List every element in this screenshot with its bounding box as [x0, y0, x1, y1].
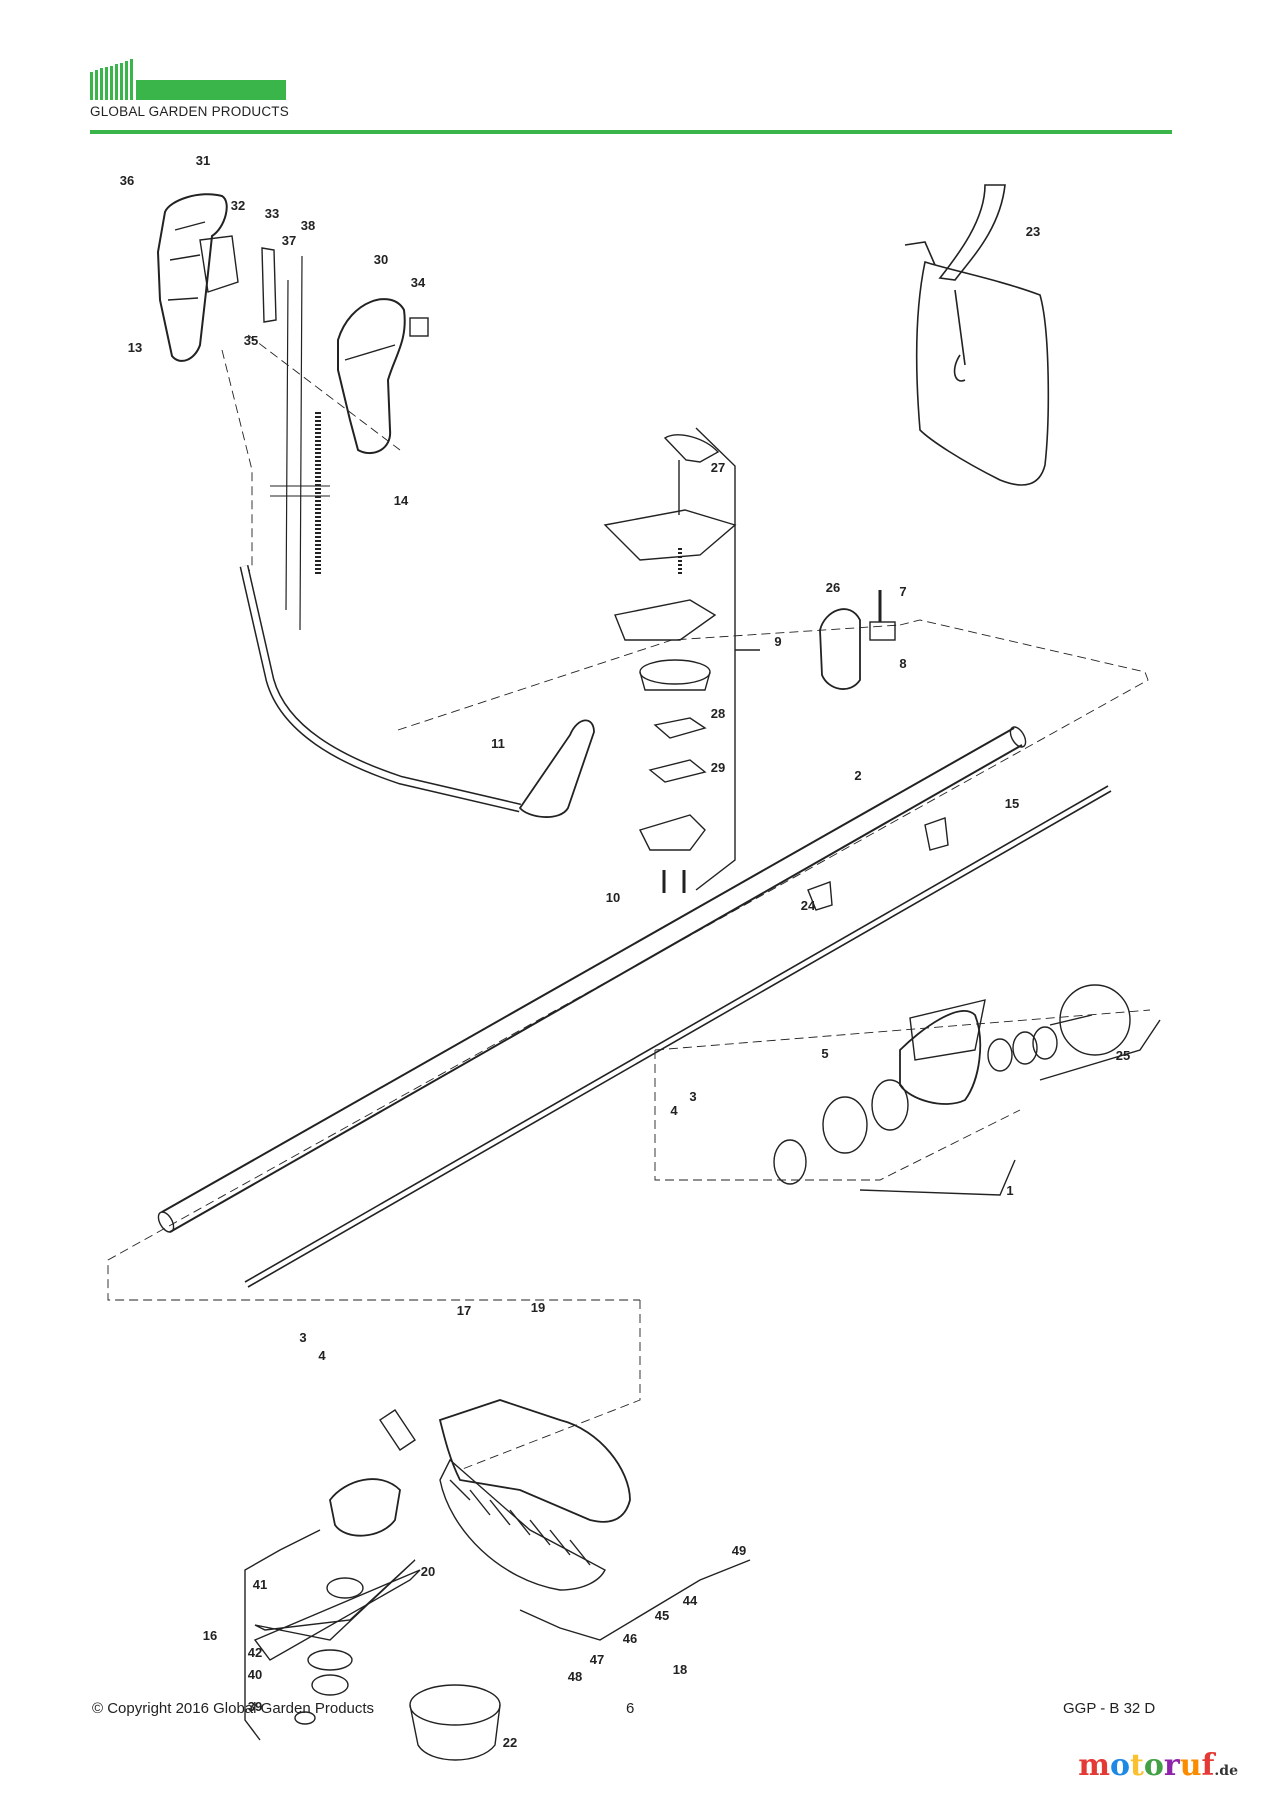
part-label-9: 9 [774, 634, 781, 649]
part-label-26: 26 [826, 580, 840, 595]
part-label-13: 13 [128, 340, 142, 355]
part-label-15: 15 [1005, 796, 1019, 811]
watermark-text: motoruf [1078, 1748, 1214, 1783]
part-label-47: 47 [590, 1652, 604, 1667]
watermark-letter: m [1078, 1748, 1110, 1783]
watermark-letter: u [1179, 1748, 1202, 1783]
part-label-30: 30 [374, 252, 388, 267]
part-label-11: 11 [491, 736, 505, 751]
watermark-letter: f [1201, 1748, 1215, 1783]
part-label-27: 27 [711, 460, 725, 475]
part-label-45: 45 [655, 1608, 669, 1623]
part-label-34: 34 [411, 275, 426, 290]
part-label-33: 33 [265, 206, 279, 221]
part-label-29: 29 [711, 760, 725, 775]
part-label-42: 42 [248, 1645, 262, 1660]
part-1-coupling-housing [773, 984, 1131, 1185]
part-label-1: 1 [1006, 1183, 1013, 1198]
part-label-41: 41 [253, 1577, 267, 1592]
part-labels: 1234578910111314151617181920222324252627… [120, 153, 1130, 1750]
part-label-23: 23 [1026, 224, 1040, 239]
part-label-36: 36 [120, 173, 134, 188]
part-label-31: 31 [196, 153, 210, 168]
footer-model: GGP - B 32 D [1063, 1700, 1156, 1717]
part-23-harness [904, 184, 1050, 486]
watermark-logo: motoruf.de [1078, 1748, 1238, 1783]
part-label-19: 19 [531, 1300, 545, 1315]
part-label-22: 22 [503, 1735, 517, 1750]
watermark-letter: o [1110, 1748, 1131, 1783]
watermark-letter: t [1130, 1748, 1144, 1783]
part-label-20: 20 [421, 1564, 435, 1579]
footer-page-number: 6 [626, 1700, 635, 1717]
part-label-4: 4 [670, 1103, 678, 1118]
part-label-16: 16 [203, 1628, 217, 1643]
part-label-38: 38 [301, 218, 315, 233]
part-label-10: 10 [606, 890, 620, 905]
part-label-32: 32 [231, 198, 245, 213]
footer-copyright: © Copyright 2016 Global Garden Products [92, 1700, 375, 1717]
part-label-49: 49 [732, 1543, 746, 1558]
brand-logo-icon [90, 59, 286, 100]
part-18-guard [438, 1399, 631, 1591]
part-label-46: 46 [623, 1631, 637, 1646]
part-label-28: 28 [711, 706, 725, 721]
watermark-letter: o [1143, 1748, 1164, 1783]
part-label-8: 8 [899, 656, 906, 671]
watermark-letter: r [1163, 1748, 1180, 1783]
part-31-handle [156, 193, 228, 362]
part-label-5: 5 [821, 1046, 828, 1061]
part-label-25: 25 [1116, 1048, 1130, 1063]
part-label-48: 48 [568, 1669, 582, 1684]
brand-name: GLOBAL GARDEN PRODUCTS [90, 104, 289, 119]
part-label-39: 39 [248, 1699, 262, 1714]
part-label-7: 7 [899, 584, 906, 599]
part-30-throttle-handle [337, 298, 406, 455]
watermark-suffix: .de [1214, 1763, 1238, 1779]
part-11-handlebar [239, 564, 595, 818]
part-label-2: 2 [854, 768, 861, 783]
part-label-35: 35 [244, 333, 258, 348]
part-label-40: 40 [248, 1667, 262, 1682]
part-label-17: 17 [457, 1303, 471, 1318]
part-label-14: 14 [394, 493, 409, 508]
part-16-gear-head [253, 1409, 501, 1761]
header: GLOBAL GARDEN PRODUCTS [90, 58, 1172, 138]
part-label-24: 24 [801, 898, 816, 913]
part-2-drive-tube [157, 726, 1027, 1233]
part-label-3: 3 [689, 1089, 696, 1104]
part-label-4: 4 [318, 1348, 326, 1363]
part-label-18: 18 [673, 1662, 687, 1677]
part-label-3: 3 [299, 1330, 306, 1345]
part-label-44: 44 [683, 1593, 698, 1608]
header-rule [90, 130, 1172, 134]
part-label-37: 37 [282, 233, 296, 248]
